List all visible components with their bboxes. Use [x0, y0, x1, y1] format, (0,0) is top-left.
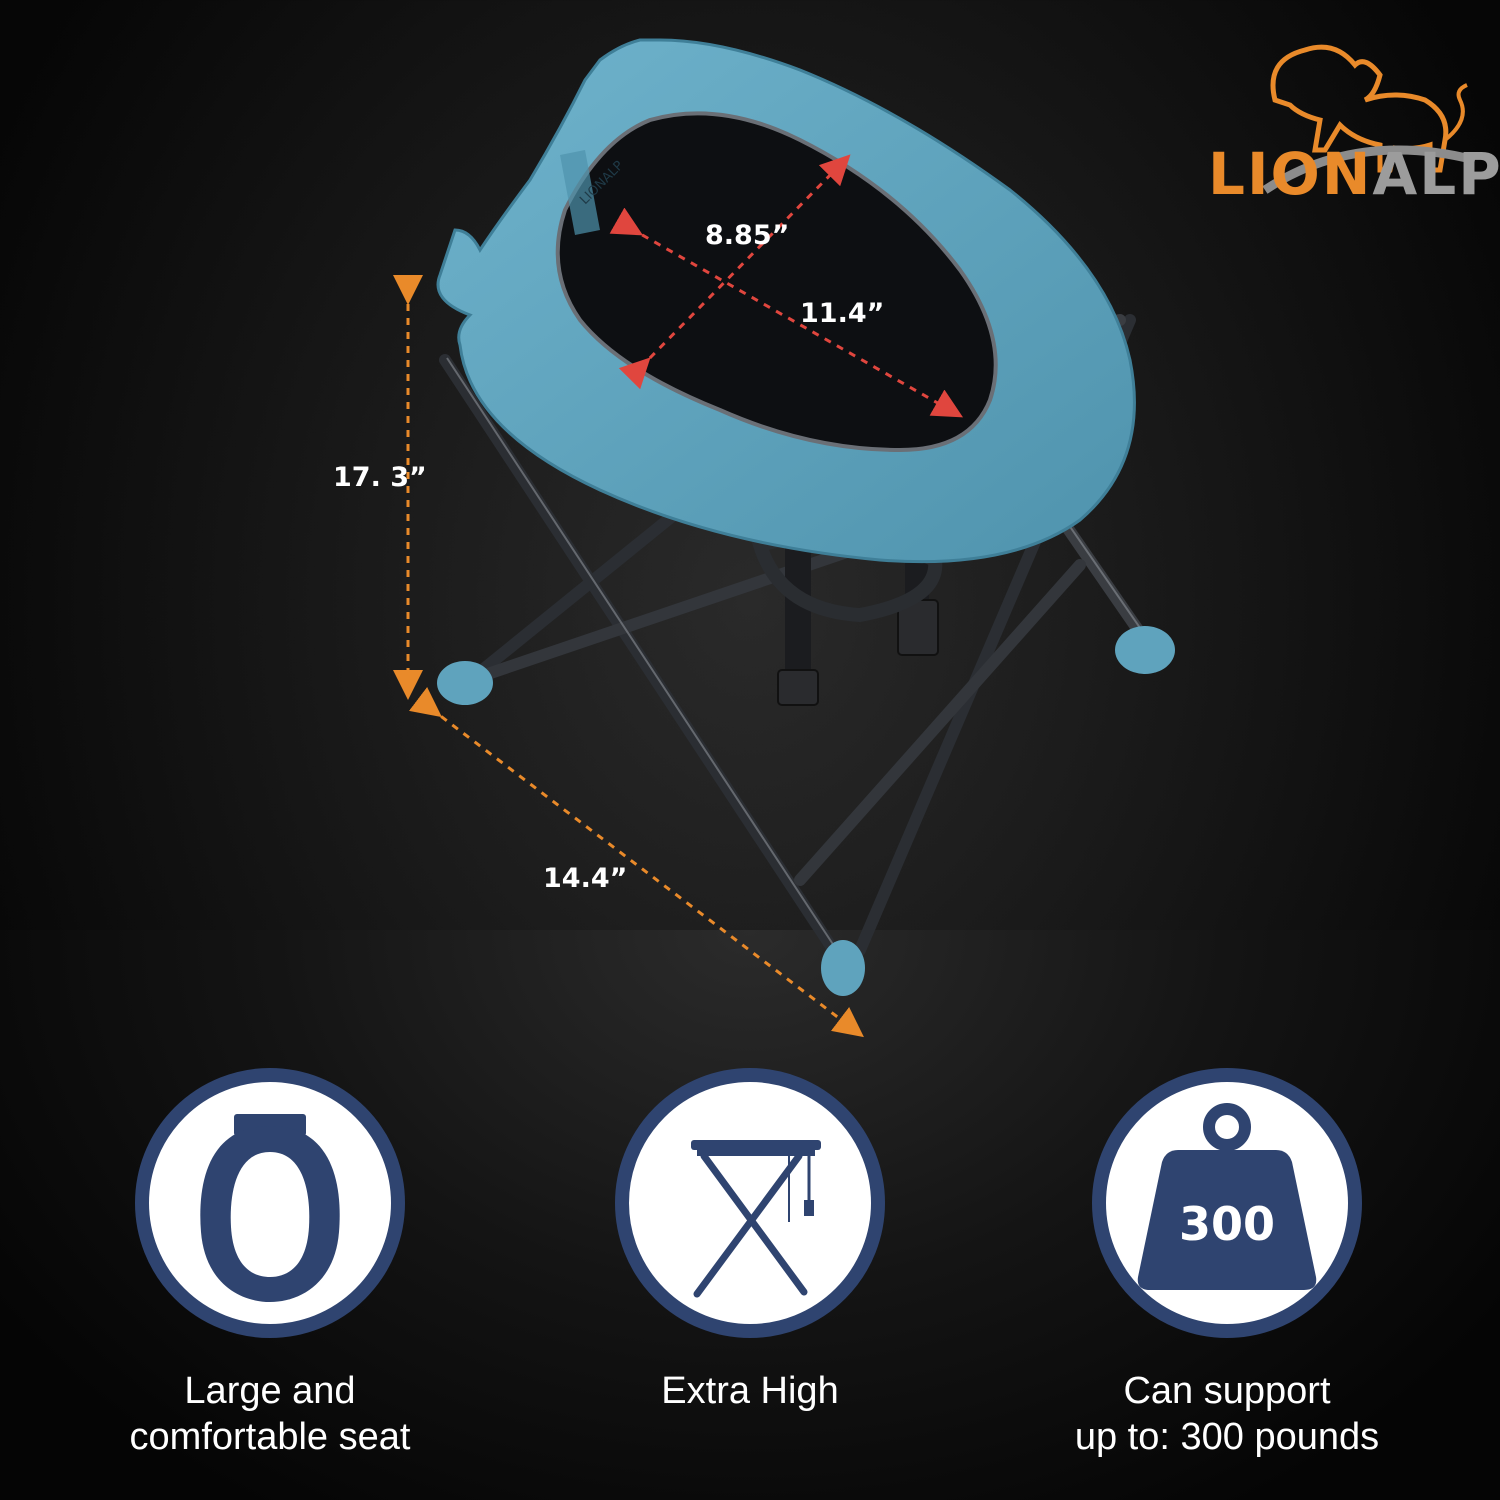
folding-stool-icon [691, 1140, 821, 1298]
caption-line-2: up to: 300 pounds [1074, 1416, 1380, 1458]
seat-dimension-arrows [609, 154, 964, 418]
brand-name-part1: LION [1208, 140, 1373, 208]
seat-width-label: 8.85” [705, 220, 790, 251]
feature-caption: Can support up to: 300 pounds [992, 1368, 1462, 1460]
weight-icon: 300 [1137, 1103, 1317, 1290]
feature-extra-high: Extra High [515, 1068, 985, 1488]
outer-dimension-arrows [393, 275, 864, 1038]
bag-straps [777, 545, 939, 706]
feature-large-seat: Large and comfortable seat [35, 1068, 505, 1488]
feature-weight-capacity: 300 Can support up to: 300 pounds [992, 1068, 1462, 1488]
height-label: 17. 3” [333, 462, 427, 493]
camping-toilet-illustration: LIONALP [393, 38, 1175, 1038]
seat-length-label: 11.4” [800, 298, 885, 329]
feature-caption: Large and comfortable seat [35, 1368, 505, 1460]
toilet-seat [436, 38, 1136, 564]
caption-line-1: Extra High [661, 1370, 839, 1412]
feature-badge: 300 [1092, 1068, 1362, 1338]
feature-caption: Extra High [515, 1368, 985, 1414]
toilet-seat-icon [200, 1114, 340, 1302]
caption-line-2: comfortable seat [129, 1416, 411, 1458]
brand-name-part2: ALP [1372, 140, 1500, 208]
depth-label: 14.4” [543, 863, 628, 894]
lion-logo-icon [1262, 44, 1477, 194]
feature-badge [135, 1068, 405, 1338]
caption-line-1: Large and [184, 1370, 356, 1412]
feature-badge [615, 1068, 885, 1338]
brand-wordmark: LIONALP [1208, 140, 1500, 208]
weight-value: 300 [1179, 1197, 1275, 1251]
caption-line-1: Can support [1123, 1370, 1331, 1412]
